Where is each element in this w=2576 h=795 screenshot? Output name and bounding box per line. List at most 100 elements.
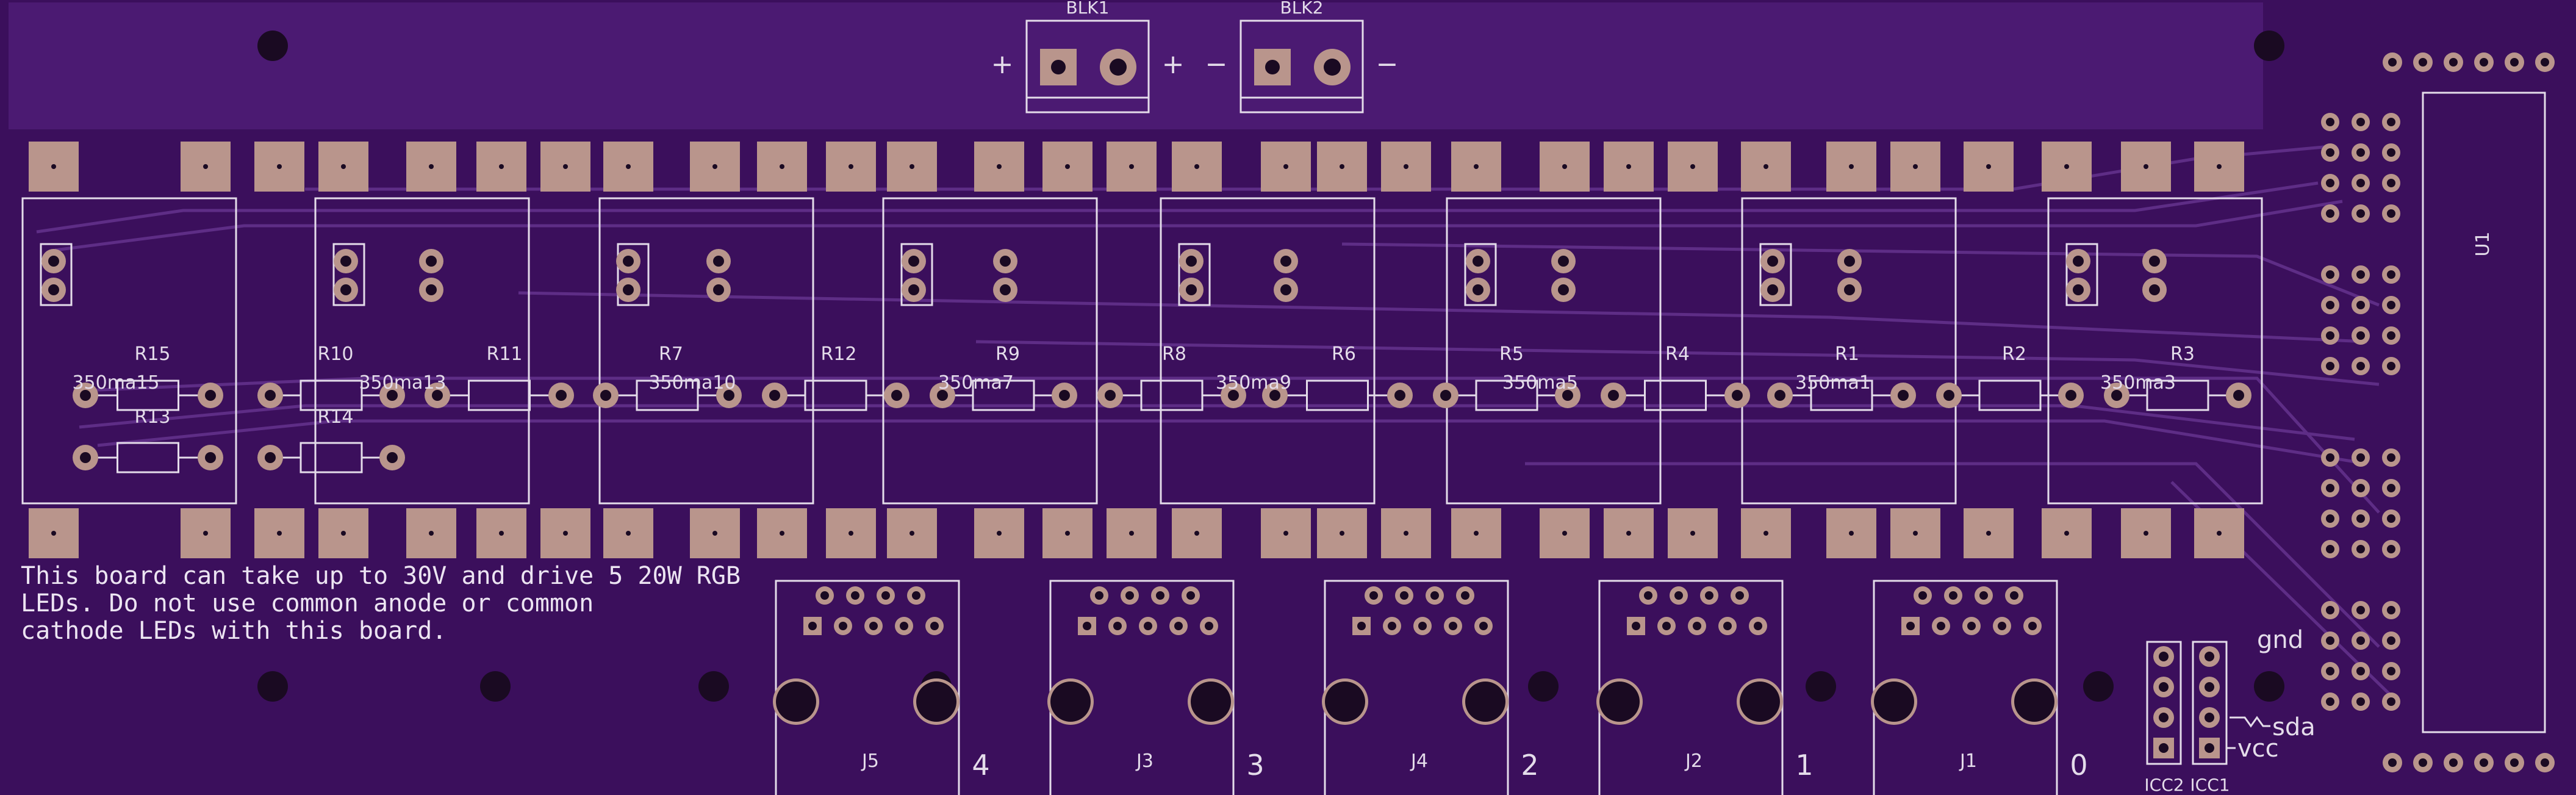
smd-pad-top xyxy=(1317,142,1367,192)
mcu-header-pin xyxy=(2352,662,2370,680)
jack-pin xyxy=(1901,617,1920,635)
mcu-pin xyxy=(2505,52,2524,72)
jack-pin xyxy=(816,586,834,605)
smd-pad-bottom xyxy=(1668,508,1718,558)
smd-pad-top xyxy=(1826,142,1876,192)
smd-pad-bottom xyxy=(1451,508,1501,558)
resistor-pin xyxy=(1601,383,1626,408)
smd-pad-bottom xyxy=(29,508,79,558)
mounting-hole xyxy=(1806,671,1836,702)
jack-pin xyxy=(1182,586,1200,605)
mcu-header-pin xyxy=(2352,479,2370,497)
jack-pin xyxy=(1700,586,1718,605)
resistor-pin xyxy=(548,383,574,408)
pad-layer xyxy=(29,31,2555,772)
resistor-body xyxy=(804,380,867,411)
resistor-body xyxy=(300,380,363,411)
smd-pad-bottom xyxy=(1826,508,1876,558)
mcu-header-pin xyxy=(2321,204,2339,223)
driver-pin xyxy=(1179,278,1204,302)
driver-pin xyxy=(993,249,1017,273)
mcu-pin xyxy=(2383,753,2402,772)
resistor-body xyxy=(2146,380,2209,411)
jack-mount-hole xyxy=(1047,678,1094,725)
mcu-pin xyxy=(2444,753,2463,772)
mcu-header-pin xyxy=(2352,601,2370,619)
jack-mount-hole xyxy=(1871,678,1917,725)
jack-pin xyxy=(1932,617,1950,635)
smd-pad-top xyxy=(318,142,368,192)
mcu-header-pin xyxy=(2321,479,2339,497)
resistor-ref: R1 xyxy=(1835,344,1859,365)
mcu-header-pin xyxy=(2352,692,2370,711)
jack-outline xyxy=(775,580,960,795)
smd-pad-bottom xyxy=(757,508,807,558)
smd-pad-bottom xyxy=(974,508,1024,558)
mounting-hole xyxy=(1528,671,1559,702)
trace xyxy=(54,200,2343,252)
silkscreen-layer xyxy=(21,20,2546,795)
smd-pad-bottom xyxy=(1107,508,1157,558)
driver-module-outline xyxy=(598,197,814,505)
driver-pin xyxy=(41,278,66,302)
mcu-header-pin xyxy=(2382,326,2400,345)
smd-pad-top xyxy=(1451,142,1501,192)
driver-pin xyxy=(993,278,1017,302)
resistor-pin xyxy=(1221,383,1246,408)
smd-pad-bottom xyxy=(1172,508,1222,558)
i2c-header-ref: ICC2 xyxy=(2144,775,2184,795)
resistor-pin xyxy=(257,445,283,470)
resistor-pin xyxy=(593,383,619,408)
resistor-ref: R8 xyxy=(1162,344,1186,365)
smd-pad-top xyxy=(690,142,740,192)
mcu-header-pin xyxy=(2352,540,2370,558)
jack-pin xyxy=(846,586,864,605)
mcu-header-pin xyxy=(2321,113,2339,131)
jack-outline xyxy=(1598,580,1784,795)
mcu-pin xyxy=(2474,52,2494,72)
smd-pad-bottom xyxy=(1964,508,2014,558)
resistor-ref: R6 xyxy=(1332,344,1356,365)
mounting-hole xyxy=(257,31,288,61)
jack-pin xyxy=(1200,617,1218,635)
resistor-pin xyxy=(379,445,405,470)
jack-pin xyxy=(834,617,852,635)
mcu-header-pin xyxy=(2382,143,2400,162)
mounting-hole xyxy=(2254,671,2284,702)
jack-pin xyxy=(1383,617,1401,635)
smd-pad-top xyxy=(1042,142,1092,192)
mcu-pin xyxy=(2535,52,2555,72)
mounting-hole xyxy=(257,671,288,702)
smd-pad-bottom xyxy=(1890,508,1940,558)
mcu-header-pin xyxy=(2352,143,2370,162)
smd-pad-bottom xyxy=(318,508,368,558)
resistor-body xyxy=(117,442,179,473)
mcu-header-pin xyxy=(2352,113,2370,131)
smd-pad-bottom xyxy=(887,508,937,558)
board-note: This board can take up to 30V and drive … xyxy=(21,562,741,645)
driver-module-outline xyxy=(314,197,530,505)
power-block-polarity-1: + xyxy=(991,49,1014,80)
mcu-pin xyxy=(2383,52,2402,72)
trace xyxy=(305,145,2331,191)
mcu-header-pin xyxy=(2321,601,2339,619)
jack-pin xyxy=(1395,586,1413,605)
driver-label: 350ma10 xyxy=(648,372,736,394)
resistor-ref: R10 xyxy=(317,344,353,365)
mcu-header-pin xyxy=(2352,509,2370,528)
resistor-pin xyxy=(73,445,98,470)
driver-module-outline xyxy=(21,197,237,505)
power-block-pad-1 xyxy=(1040,49,1077,85)
jack-outline xyxy=(1324,580,1509,795)
mcu-header-pin xyxy=(2321,509,2339,528)
mcu-header-pin xyxy=(2382,296,2400,314)
jack-pin xyxy=(925,617,944,635)
power-block-pad-2 xyxy=(1100,49,1136,85)
jack-mount-hole xyxy=(1737,678,1783,725)
jack-ref: J1 xyxy=(1959,750,1977,772)
power-block-pad-2 xyxy=(1314,49,1351,85)
jack-pin xyxy=(1975,586,1993,605)
mcu-header-pin xyxy=(2382,265,2400,284)
jack-pin xyxy=(1456,586,1474,605)
smd-pad-top xyxy=(603,142,653,192)
